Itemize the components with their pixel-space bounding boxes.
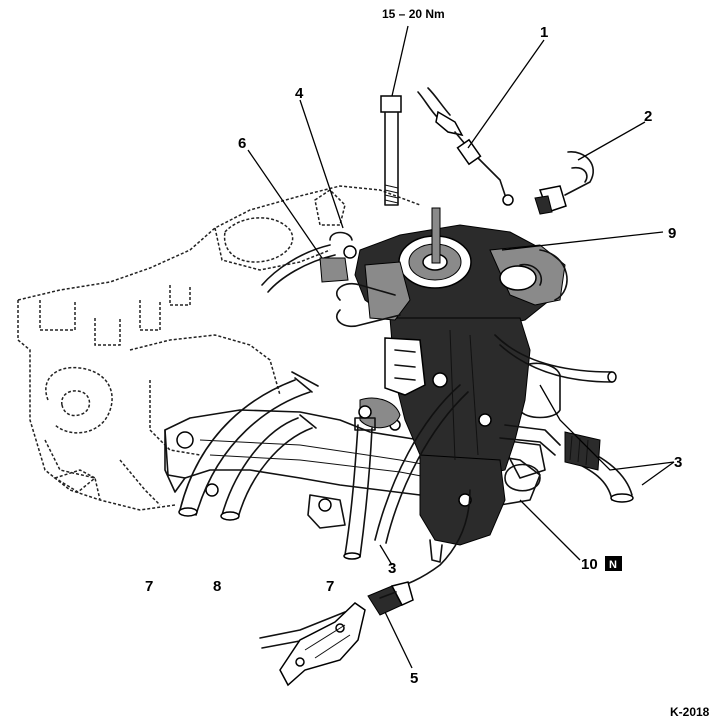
figure-reference-code: K-2018 [670, 705, 710, 719]
callout-7-left: 7 [145, 578, 153, 595]
torque-spec-label: 15 – 20 Nm [382, 7, 445, 21]
callout-3-right: 3 [674, 454, 682, 471]
mounting-bolt [380, 95, 402, 206]
note-badge [605, 556, 622, 571]
callout-7-center: 7 [326, 578, 334, 595]
callout-8: 8 [213, 578, 221, 595]
vacuum-hose-plug [534, 151, 594, 215]
hoses-and-pipes [178, 231, 634, 589]
temperature-sensor [367, 581, 414, 616]
mounting-bracket [259, 602, 366, 687]
leader-lines [247, 25, 675, 669]
note-badge-label: N [609, 559, 617, 571]
carburetor-body [336, 207, 568, 563]
engine-block-outline [17, 185, 421, 511]
diagram-labels: 15 – 20 Nm 1 2 4 6 9 3 10 N 7 8 7 3 5 K-… [145, 7, 710, 719]
callout-6: 6 [238, 135, 246, 152]
intake-manifold [164, 362, 561, 529]
callout-10: 10 [581, 556, 598, 573]
choke-cable [417, 87, 514, 206]
callout-3-lower: 3 [388, 560, 396, 577]
callout-2: 2 [644, 108, 652, 125]
callout-9: 9 [668, 225, 676, 242]
callout-1: 1 [540, 24, 548, 41]
callout-5: 5 [410, 670, 418, 687]
callout-4: 4 [295, 85, 304, 102]
